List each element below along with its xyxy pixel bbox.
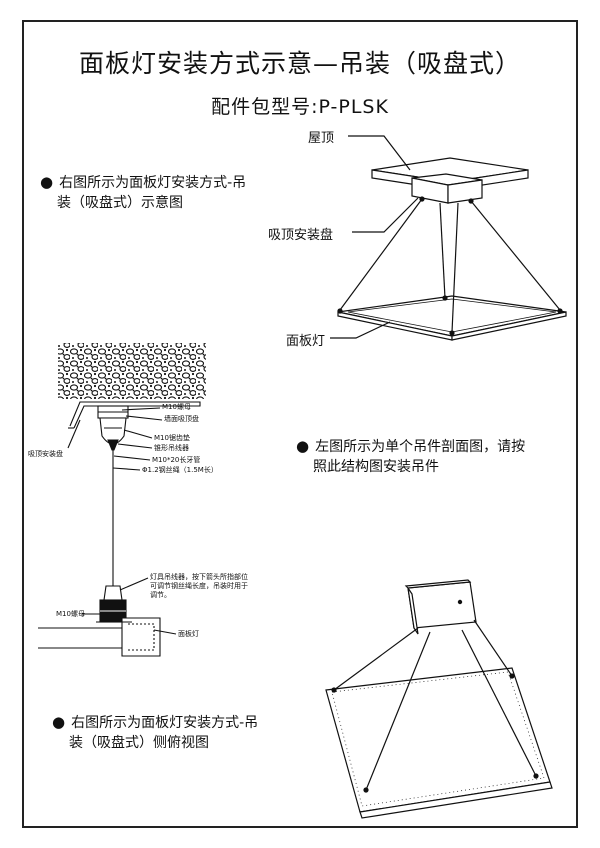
wire — [470, 200, 561, 311]
note-side-view: ● 右图所示为面板灯安装方式-吊 装（吸盘式）侧俯视图 — [52, 712, 258, 753]
note-perspective: ● 右图所示为面板灯安装方式-吊 装（吸盘式）示意图 — [40, 172, 246, 213]
bullet-icon: ● — [52, 713, 66, 731]
side-view-diagram — [325, 579, 553, 819]
m10-tube-label: M10*20长牙管 — [152, 456, 201, 464]
bullet-icon: ● — [296, 437, 310, 455]
panel-light-label: 面板灯 — [286, 334, 326, 349]
note-perspective-line1: 右图所示为面板灯安装方式-吊 — [59, 175, 247, 191]
mount-box — [407, 581, 477, 629]
lamp-clamp-label-1: 灯具吊线器，按下箭头所指部位 — [150, 573, 248, 581]
lamp-clamp-label-3: 调节。 — [150, 591, 171, 599]
bullet-icon: ● — [40, 173, 54, 191]
ceiling-mount-label: 吸顶安装盘 — [268, 228, 334, 243]
section-mount-label: 吸顶安装盘 — [28, 450, 63, 458]
roof-label: 屋顶 — [308, 131, 335, 146]
lamp-clamp-label-2: 可调节钢丝绳长度，吊装时用于 — [150, 582, 248, 590]
section-diagram — [38, 343, 206, 657]
note-section: ● 左图所示为单个吊件剖面图，请按 照此结构图安装吊件 — [296, 436, 525, 477]
page-border — [22, 20, 578, 828]
ceiling-mount-plate — [69, 401, 201, 429]
ceiling-mount-plate-label: 墙面吸顶盘 — [164, 415, 199, 423]
m10-nut-bottom-label: M10螺母 — [56, 610, 85, 618]
note-section-line1: 左图所示为单个吊件剖面图，请按 — [315, 439, 526, 455]
steel-wire-label: Φ1.2钢丝绳（1.5M长） — [142, 466, 218, 474]
section-panel-label: 面板灯 — [178, 630, 199, 638]
wire — [451, 202, 459, 333]
wire — [339, 198, 423, 311]
perspective-diagram — [330, 135, 567, 341]
note-section-line2: 照此结构图安装吊件 — [313, 459, 439, 475]
cone-clamp-label: 锥形吊线器 — [154, 444, 189, 452]
note-side-view-line1: 右图所示为面板灯安装方式-吊 — [71, 715, 259, 731]
wire — [439, 202, 446, 299]
note-side-view-line2: 装（吸盘式）侧俯视图 — [69, 735, 209, 751]
note-perspective-line2: 装（吸盘式）示意图 — [57, 195, 183, 211]
ceiling-concrete — [58, 343, 206, 399]
model-number: 配件包型号:P-PLSK — [211, 96, 389, 118]
m10-washer-label: M10锯齿垫 — [154, 434, 190, 442]
page-title: 面板灯安装方式示意—吊装（吸盘式） — [78, 49, 521, 78]
m10-nut-top-label: M10螺母 — [162, 403, 191, 411]
